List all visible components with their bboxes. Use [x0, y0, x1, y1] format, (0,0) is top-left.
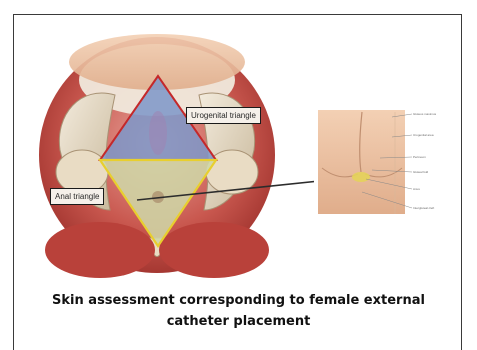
figure-caption-line-1: Skin assessment corresponding to female … [20, 291, 457, 311]
anal-triangle-label: Anal triangle [50, 188, 104, 205]
inset-callout-label: Gluteus maximus [413, 112, 437, 116]
vulva [149, 111, 167, 155]
left-gluteal-region [45, 222, 155, 278]
inset-callout-labels: Gluteus maximus Urogenital area Perineum… [413, 112, 437, 210]
right-gluteal-region [159, 222, 269, 278]
inset-callout-label: Urogenital area [413, 133, 434, 137]
inset-skin [318, 110, 405, 214]
inset-callout-label: Anus [413, 187, 420, 191]
inset-callout-label: Gluteal fold [413, 170, 429, 174]
inset-callout-label: Intergluteal cleft [413, 206, 434, 210]
figure-caption-line-2: catheter placement [20, 312, 457, 332]
inset-highlight [352, 172, 370, 182]
buttocks-inset [314, 107, 412, 217]
urogenital-triangle-label: Urogenital triangle [186, 107, 261, 124]
inset-callout-label: Perineum [413, 155, 426, 159]
